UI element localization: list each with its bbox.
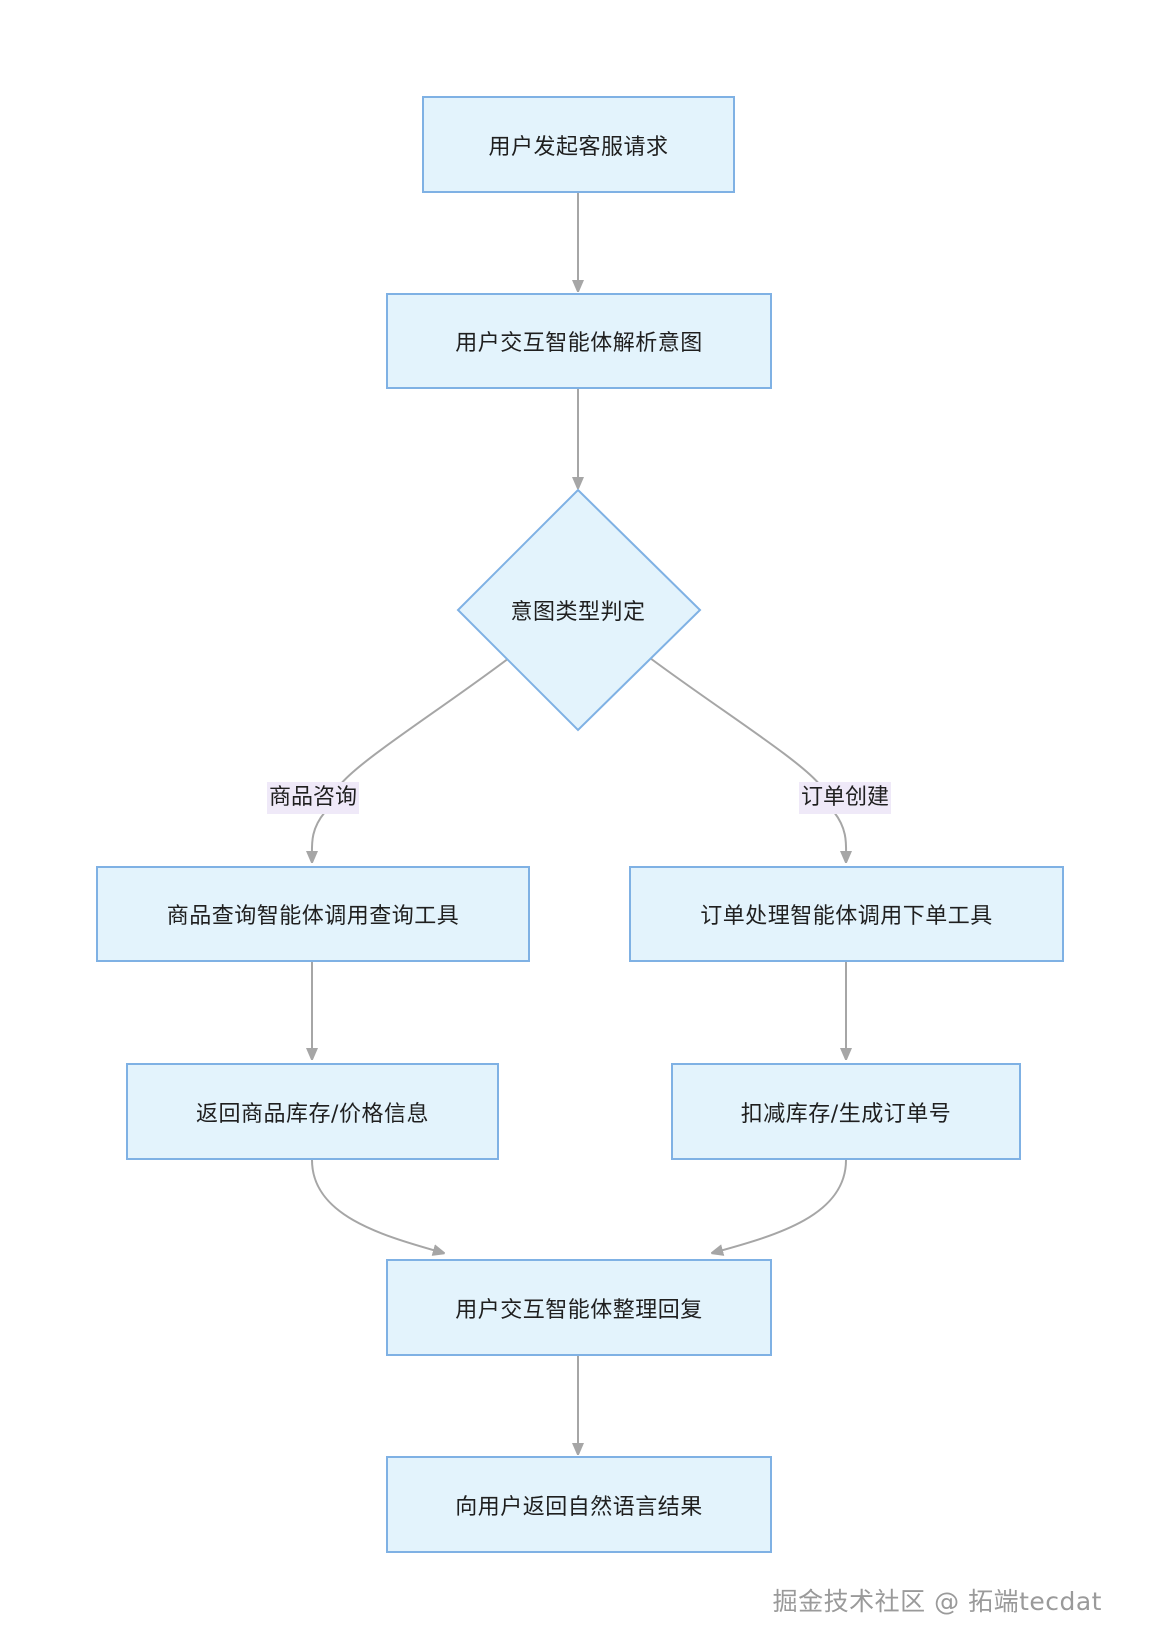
node-start: 用户发起客服请求: [422, 96, 735, 193]
node-stock-price: 返回商品库存/价格信息: [126, 1063, 499, 1160]
decision-label: 意图类型判定: [510, 600, 646, 625]
edge-consult-label-to-query: [312, 811, 326, 858]
edge-label-create: 订单创建: [798, 782, 892, 814]
edge-label-consult: 商品咨询: [266, 782, 360, 814]
node-deduct-stock: 扣减库存/生成订单号: [671, 1063, 1021, 1160]
edge-decision-to-order: [649, 657, 821, 786]
node-organize-reply: 用户交互智能体整理回复: [386, 1259, 772, 1356]
edge-decision-to-query: [339, 657, 510, 786]
node-return-result: 向用户返回自然语言结果: [386, 1456, 772, 1553]
edge-create-label-to-order: [833, 811, 846, 858]
node-query-agent: 商品查询智能体调用查询工具: [96, 866, 530, 962]
node-parse-intent: 用户交互智能体解析意图: [386, 293, 772, 389]
node-order-agent: 订单处理智能体调用下单工具: [629, 866, 1064, 962]
decision-diamond: [456, 488, 702, 732]
watermark: 掘金技术社区 @ 拓端tecdat: [772, 1587, 1102, 1616]
edge-deduct-to-organize: [716, 1159, 847, 1252]
edge-stock-price-to-organize: [311, 1159, 440, 1252]
